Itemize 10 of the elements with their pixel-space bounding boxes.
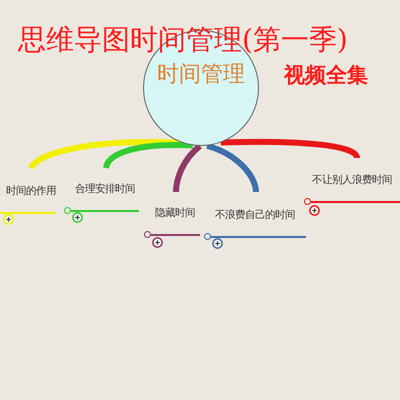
branch-connector <box>220 138 360 160</box>
topic-label: 隐藏时间 <box>155 206 195 220</box>
branch-connector <box>206 142 259 192</box>
topic-label: 时间的作用 <box>6 184 56 198</box>
subtitle: 视频全集 <box>284 62 368 88</box>
topic-label: 合理安排时间 <box>75 182 135 196</box>
topic-label: 不让别人浪费时间 <box>312 173 392 187</box>
central-label: 时间管理 <box>156 61 246 89</box>
topic-label: 不浪费自己的时间 <box>215 208 295 222</box>
branch-connector <box>173 144 202 192</box>
